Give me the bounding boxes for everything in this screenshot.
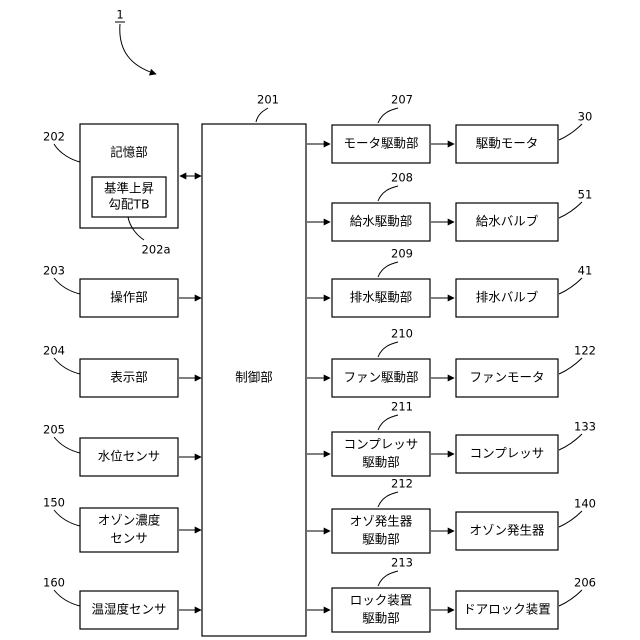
driver-label-line-2: 駆動部 bbox=[362, 611, 400, 626]
driver-label-line-1: コンプレッサ bbox=[344, 437, 419, 452]
input-unit-leader bbox=[54, 278, 80, 294]
input-units: 操作部 203 表示部 204 水位センサ 205 オゾン濃度センサ 150 温湿度センサ 160 bbox=[43, 264, 201, 630]
input-unit-leader bbox=[54, 437, 80, 453]
input-unit: 操作部 203 bbox=[43, 264, 201, 318]
input-unit: 水位センサ 205 bbox=[43, 423, 201, 477]
input-unit-ref: 150 bbox=[43, 496, 65, 510]
driver-leader bbox=[378, 415, 398, 430]
storage-leader bbox=[54, 144, 80, 162]
reference-table-label-1: 基準上昇 bbox=[104, 181, 154, 196]
input-unit-ref: 204 bbox=[43, 344, 65, 358]
input-unit-leader bbox=[54, 590, 80, 606]
storage-ref: 202 bbox=[43, 130, 65, 144]
device-ref: 30 bbox=[578, 110, 593, 124]
device-label: オゾン発生器 bbox=[469, 523, 545, 538]
reference-table-label-2: 勾配TB bbox=[108, 197, 149, 212]
device-leader bbox=[559, 358, 582, 374]
device-leader bbox=[559, 278, 582, 294]
driver-label-line-1: オゾ発生器 bbox=[350, 514, 413, 529]
figure-ref: 1 bbox=[116, 8, 123, 22]
controller-ref: 201 bbox=[257, 93, 279, 107]
controller-leader bbox=[256, 108, 268, 122]
driver-leader bbox=[378, 262, 398, 277]
drive-chain: 排水駆動部 209 排水バルブ 41 bbox=[307, 247, 592, 318]
device-ref: 133 bbox=[574, 420, 596, 434]
driver-leader bbox=[378, 342, 398, 357]
input-unit-label: 表示部 bbox=[110, 370, 148, 385]
driver-ref: 212 bbox=[391, 477, 413, 491]
drive-chain: ロック装置駆動部 213 ドアロック装置 206 bbox=[307, 556, 596, 633]
driver-ref: 208 bbox=[391, 171, 413, 185]
driver-leader bbox=[378, 492, 398, 507]
storage-label: 記憶部 bbox=[110, 145, 148, 160]
drive-chain: モータ駆動部 207 駆動モータ 30 bbox=[307, 93, 592, 164]
reference-table-ref: 202a bbox=[142, 243, 171, 257]
input-unit: 表示部 204 bbox=[43, 344, 201, 398]
input-unit-ref: 205 bbox=[43, 423, 65, 437]
device-ref: 41 bbox=[578, 264, 593, 278]
device-ref: 122 bbox=[574, 344, 596, 358]
driver-leader bbox=[378, 108, 398, 123]
device-leader bbox=[559, 124, 582, 140]
output-units: モータ駆動部207駆動モータ30給水駆動部208給水バルブ51排水駆動部209排… bbox=[307, 93, 596, 633]
drive-chain: ファン駆動部 210 ファンモータ 122 bbox=[307, 327, 596, 398]
drive-chain: オゾ発生器駆動部 212 オゾン発生器 140 bbox=[307, 477, 596, 554]
driver-leader bbox=[378, 571, 398, 586]
device-label: 給水バルブ bbox=[476, 214, 539, 229]
figure-ref-arrow bbox=[120, 24, 156, 74]
device-label: 排水バルブ bbox=[476, 290, 539, 305]
input-unit: 温湿度センサ 160 bbox=[43, 576, 201, 630]
device-ref: 206 bbox=[574, 576, 596, 590]
device-label: ドアロック装置 bbox=[463, 602, 551, 617]
device-label: コンプレッサ bbox=[470, 446, 545, 461]
drive-chain: 給水駆動部 208 給水バルブ 51 bbox=[307, 171, 592, 242]
device-leader bbox=[559, 590, 582, 606]
device-leader bbox=[559, 202, 582, 218]
driver-label: 給水駆動部 bbox=[350, 214, 413, 229]
driver-label: ファン駆動部 bbox=[343, 370, 418, 385]
device-ref: 51 bbox=[578, 188, 593, 202]
controller-label: 制御部 bbox=[235, 370, 273, 385]
input-unit-ref: 203 bbox=[43, 264, 65, 278]
driver-ref: 209 bbox=[391, 247, 413, 261]
device-leader bbox=[559, 511, 582, 527]
input-unit-label: 水位センサ bbox=[98, 449, 161, 464]
device-label: 駆動モータ bbox=[476, 136, 539, 151]
input-unit-leader bbox=[54, 358, 80, 374]
device-label: ファンモータ bbox=[469, 370, 544, 385]
driver-label-line-2: 駆動部 bbox=[362, 455, 400, 470]
driver-ref: 210 bbox=[391, 327, 413, 341]
driver-ref: 207 bbox=[391, 93, 413, 107]
device-leader bbox=[559, 434, 582, 450]
driver-ref: 213 bbox=[391, 556, 413, 570]
driver-label: 排水駆動部 bbox=[350, 290, 413, 305]
device-ref: 140 bbox=[574, 497, 596, 511]
input-unit-label-line-1: オゾン濃度 bbox=[98, 513, 161, 528]
driver-label-line-2: 駆動部 bbox=[362, 532, 400, 547]
input-unit: オゾン濃度センサ 150 bbox=[43, 496, 201, 553]
input-unit-label-line-2: センサ bbox=[110, 531, 148, 546]
input-unit-label: 温湿度センサ bbox=[91, 602, 166, 617]
drive-chain: コンプレッサ駆動部211コンプレッサ133 bbox=[307, 400, 596, 477]
driver-ref: 211 bbox=[391, 400, 413, 414]
input-unit-leader bbox=[54, 510, 80, 526]
input-unit-ref: 160 bbox=[43, 576, 65, 590]
driver-label: モータ駆動部 bbox=[343, 136, 418, 151]
driver-leader bbox=[378, 186, 398, 201]
driver-label-line-1: ロック装置 bbox=[350, 593, 413, 608]
input-unit-label: 操作部 bbox=[110, 290, 148, 305]
